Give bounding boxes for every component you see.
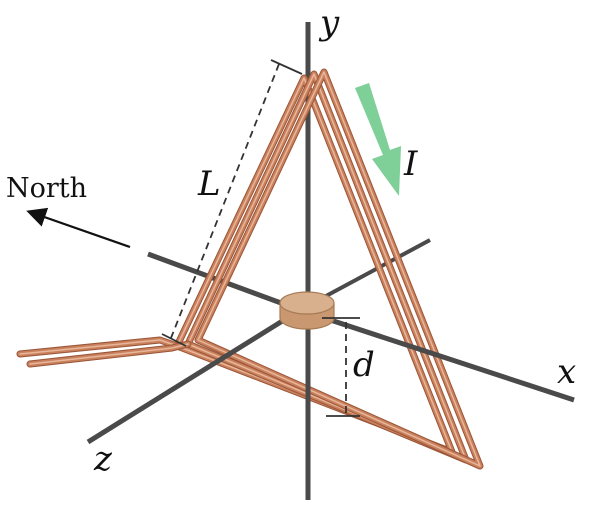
z-axis-line [86, 307, 302, 445]
dimension-d [322, 317, 360, 417]
current-label: I [403, 144, 418, 184]
coil-loop-2-hl [187, 73, 467, 461]
distance-label: d [353, 345, 375, 385]
compass-top [279, 291, 335, 315]
dimension-L [161, 59, 303, 347]
compass [279, 291, 335, 330]
coil-lead-1-hl [19, 339, 178, 355]
z-axis-label: z [93, 439, 113, 479]
north-label: North [6, 173, 87, 204]
north-arrow [26, 207, 131, 249]
current-arrow [355, 83, 401, 196]
coil-loop-3-hl [197, 71, 481, 467]
x-axis-label: x [557, 352, 576, 392]
y-axis-label: y [318, 3, 340, 43]
length-label: L [197, 164, 221, 204]
coil [16, 68, 484, 470]
current-arrow-shape [355, 83, 401, 196]
